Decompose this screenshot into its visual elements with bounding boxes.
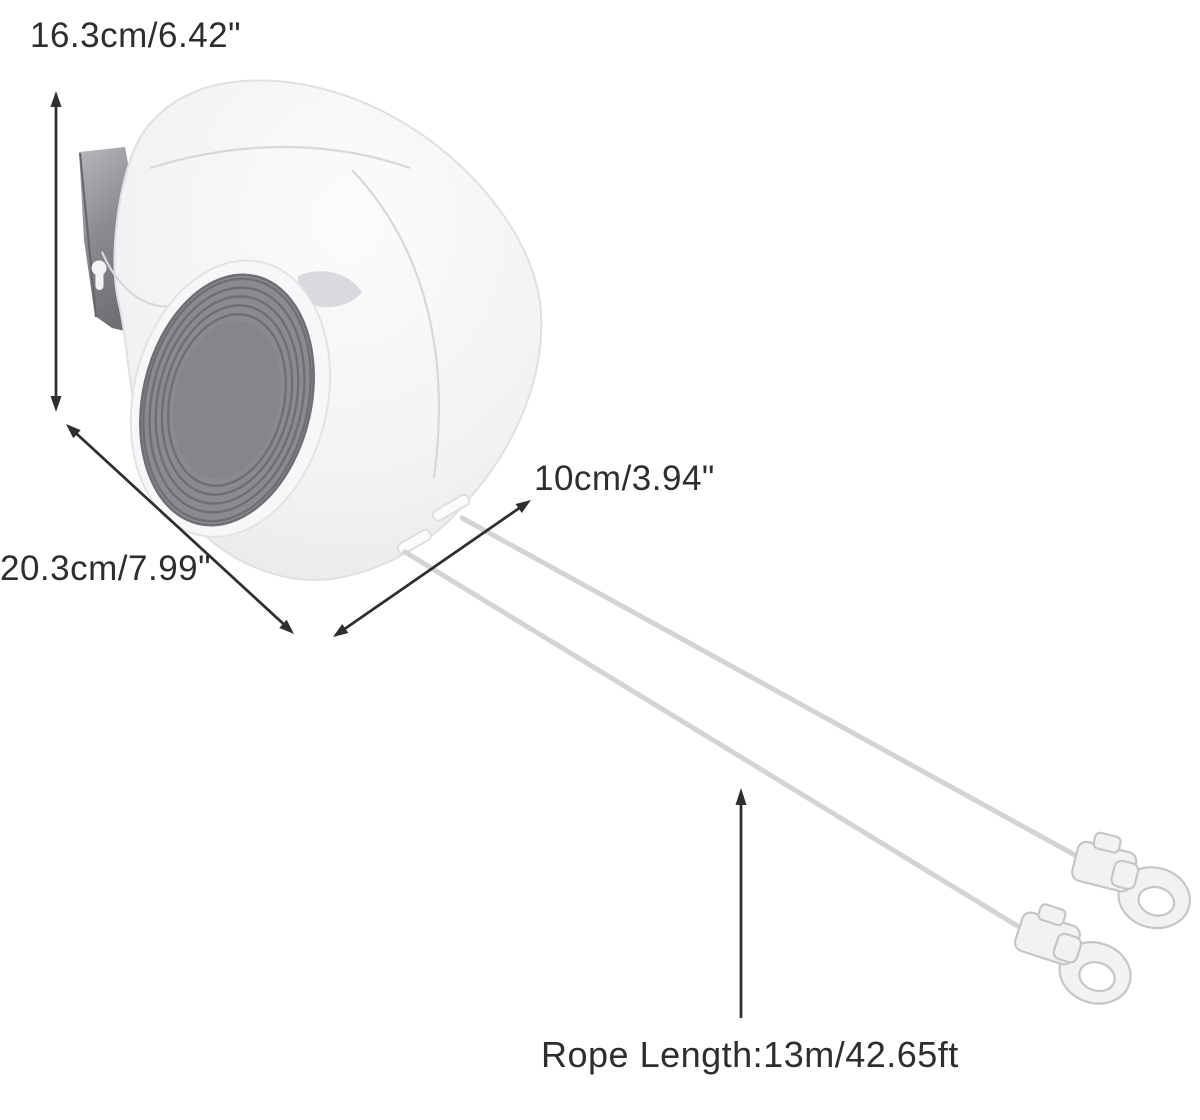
case-shadow	[298, 271, 362, 308]
case-top-seam	[149, 145, 411, 170]
rope-length-pointer-arrow	[735, 788, 747, 1018]
rope-guide	[431, 493, 471, 522]
rope-length-label: Rope Length:13m/42.65ft	[541, 1034, 959, 1075]
case-side-seam	[351, 169, 441, 479]
rope-guide	[396, 528, 432, 555]
rope-upper	[459, 515, 1087, 863]
width-dimension-label: 20.3cm/7.99"	[0, 549, 212, 588]
depth-dimension-arrow	[333, 500, 531, 637]
width-dimension-arrow	[66, 424, 294, 634]
height-dimension-arrow	[50, 91, 62, 412]
rope-lower	[402, 549, 1027, 933]
clothesline-ropes	[402, 515, 1087, 933]
height-dimension-label: 16.3cm/6.42"	[30, 16, 242, 55]
line-hook-upper	[1071, 831, 1191, 930]
depth-dimension-label: 10cm/3.94"	[534, 459, 715, 498]
keyhole-slot	[91, 260, 107, 290]
line-hook-lower	[1013, 903, 1132, 1005]
spiral-disc	[129, 259, 331, 538]
